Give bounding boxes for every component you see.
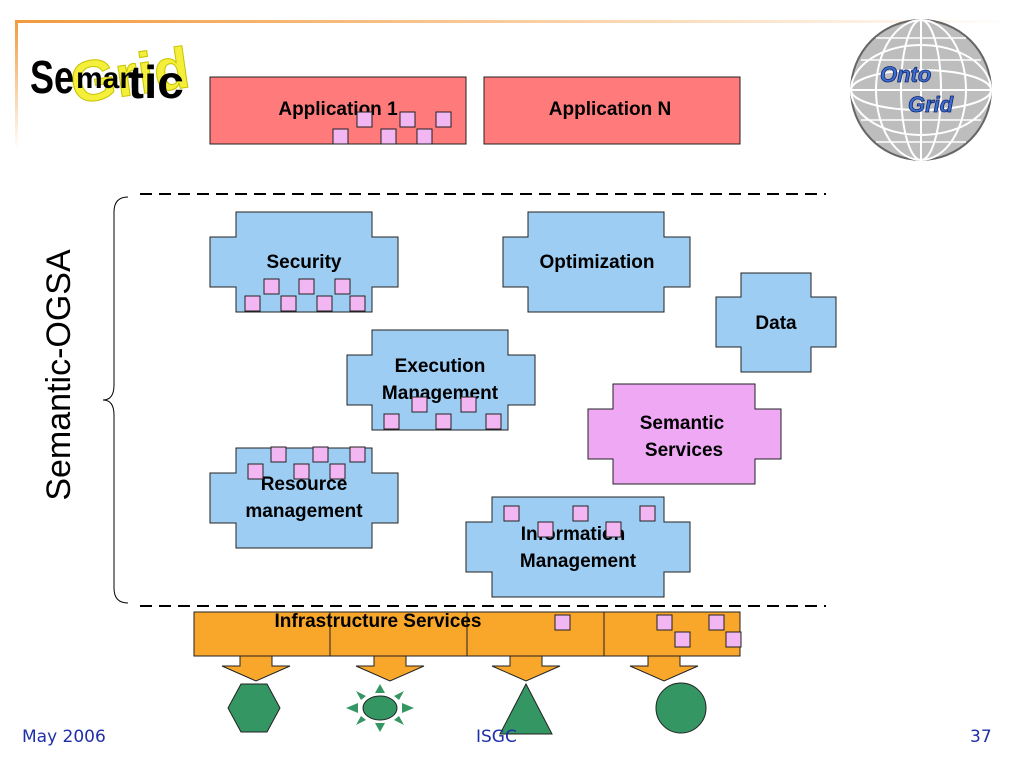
footer-date: May 2006 bbox=[22, 727, 106, 747]
application-n-label: Application N bbox=[549, 99, 671, 120]
marker bbox=[349, 446, 366, 463]
marker bbox=[485, 413, 502, 430]
marker bbox=[329, 463, 346, 480]
marker bbox=[244, 295, 261, 312]
marker bbox=[332, 128, 349, 145]
ontogrid-line2: Grid bbox=[908, 92, 954, 117]
optimization-label: Optimization bbox=[539, 252, 654, 273]
marker bbox=[383, 413, 400, 430]
top-accent-line bbox=[15, 20, 1015, 23]
semantic-markers bbox=[244, 111, 742, 648]
footer-center: ISGC bbox=[476, 727, 517, 747]
left-accent-line bbox=[15, 20, 18, 150]
marker bbox=[537, 521, 554, 538]
infra-arrow-3 bbox=[491, 655, 561, 682]
infra-arrow-2 bbox=[355, 655, 425, 682]
execution-label-line2: Management bbox=[382, 383, 499, 404]
semantic-label-line1: Semantic bbox=[640, 413, 725, 434]
information-management-box bbox=[465, 496, 691, 598]
marker bbox=[334, 278, 351, 295]
marker bbox=[725, 631, 742, 648]
data-label: Data bbox=[755, 313, 797, 334]
triangle-resource bbox=[499, 682, 553, 735]
marker bbox=[356, 111, 373, 128]
marker bbox=[554, 614, 571, 631]
optimization-service-box bbox=[502, 211, 691, 313]
marker bbox=[399, 111, 416, 128]
execution-label-line1: Execution bbox=[395, 356, 486, 377]
marker bbox=[639, 505, 656, 522]
marker bbox=[460, 396, 477, 413]
marker bbox=[435, 111, 452, 128]
ontogrid-line1: Onto bbox=[880, 62, 931, 87]
semantic-ogsa-bracket bbox=[102, 196, 129, 604]
marker bbox=[247, 463, 264, 480]
application-1-label: Application 1 bbox=[278, 99, 398, 120]
logo-overlay-text: Grid bbox=[66, 35, 193, 116]
marker bbox=[708, 614, 725, 631]
marker bbox=[380, 128, 397, 145]
information-label-line2: Management bbox=[520, 551, 637, 572]
marker bbox=[503, 505, 520, 522]
logo-word-start: Se bbox=[30, 51, 74, 103]
hexagon-resource bbox=[227, 683, 281, 733]
marker bbox=[411, 396, 428, 413]
marker bbox=[349, 295, 366, 312]
marker bbox=[435, 413, 452, 430]
ontogrid-globe-logo: Onto Grid bbox=[850, 19, 992, 161]
marker bbox=[263, 278, 280, 295]
semantic-label-line2: Services bbox=[645, 440, 723, 461]
marker bbox=[298, 278, 315, 295]
resource-label-line1: Resource bbox=[261, 474, 348, 495]
data-service-box bbox=[715, 272, 837, 373]
application-n-box bbox=[483, 76, 741, 145]
marker bbox=[572, 505, 589, 522]
logo-word-middle: man bbox=[76, 62, 138, 95]
security-label: Security bbox=[267, 252, 342, 273]
execution-management-box bbox=[346, 329, 536, 431]
resource-management-box bbox=[209, 447, 399, 549]
semantic-grid-logo: Grid Se man tic bbox=[30, 35, 194, 117]
logo-word-end: tic bbox=[128, 56, 184, 108]
semantic-ogsa-label: Semantic-OGSA bbox=[40, 249, 78, 501]
marker bbox=[416, 128, 433, 145]
semantic-services-box bbox=[587, 383, 782, 485]
resource-label-line2: management bbox=[245, 501, 363, 522]
circle-resource bbox=[655, 682, 707, 734]
sun-resource bbox=[346, 684, 414, 732]
marker bbox=[312, 446, 329, 463]
marker bbox=[316, 295, 333, 312]
marker bbox=[270, 446, 287, 463]
marker bbox=[656, 614, 673, 631]
infrastructure-label: Infrastructure Services bbox=[275, 611, 482, 632]
marker bbox=[293, 463, 310, 480]
marker bbox=[674, 631, 691, 648]
marker bbox=[280, 295, 297, 312]
footer-page-number: 37 bbox=[970, 727, 992, 747]
infra-arrow-4 bbox=[629, 655, 699, 682]
marker bbox=[605, 521, 622, 538]
infra-arrow-1 bbox=[221, 655, 291, 682]
security-service-box bbox=[209, 211, 399, 313]
